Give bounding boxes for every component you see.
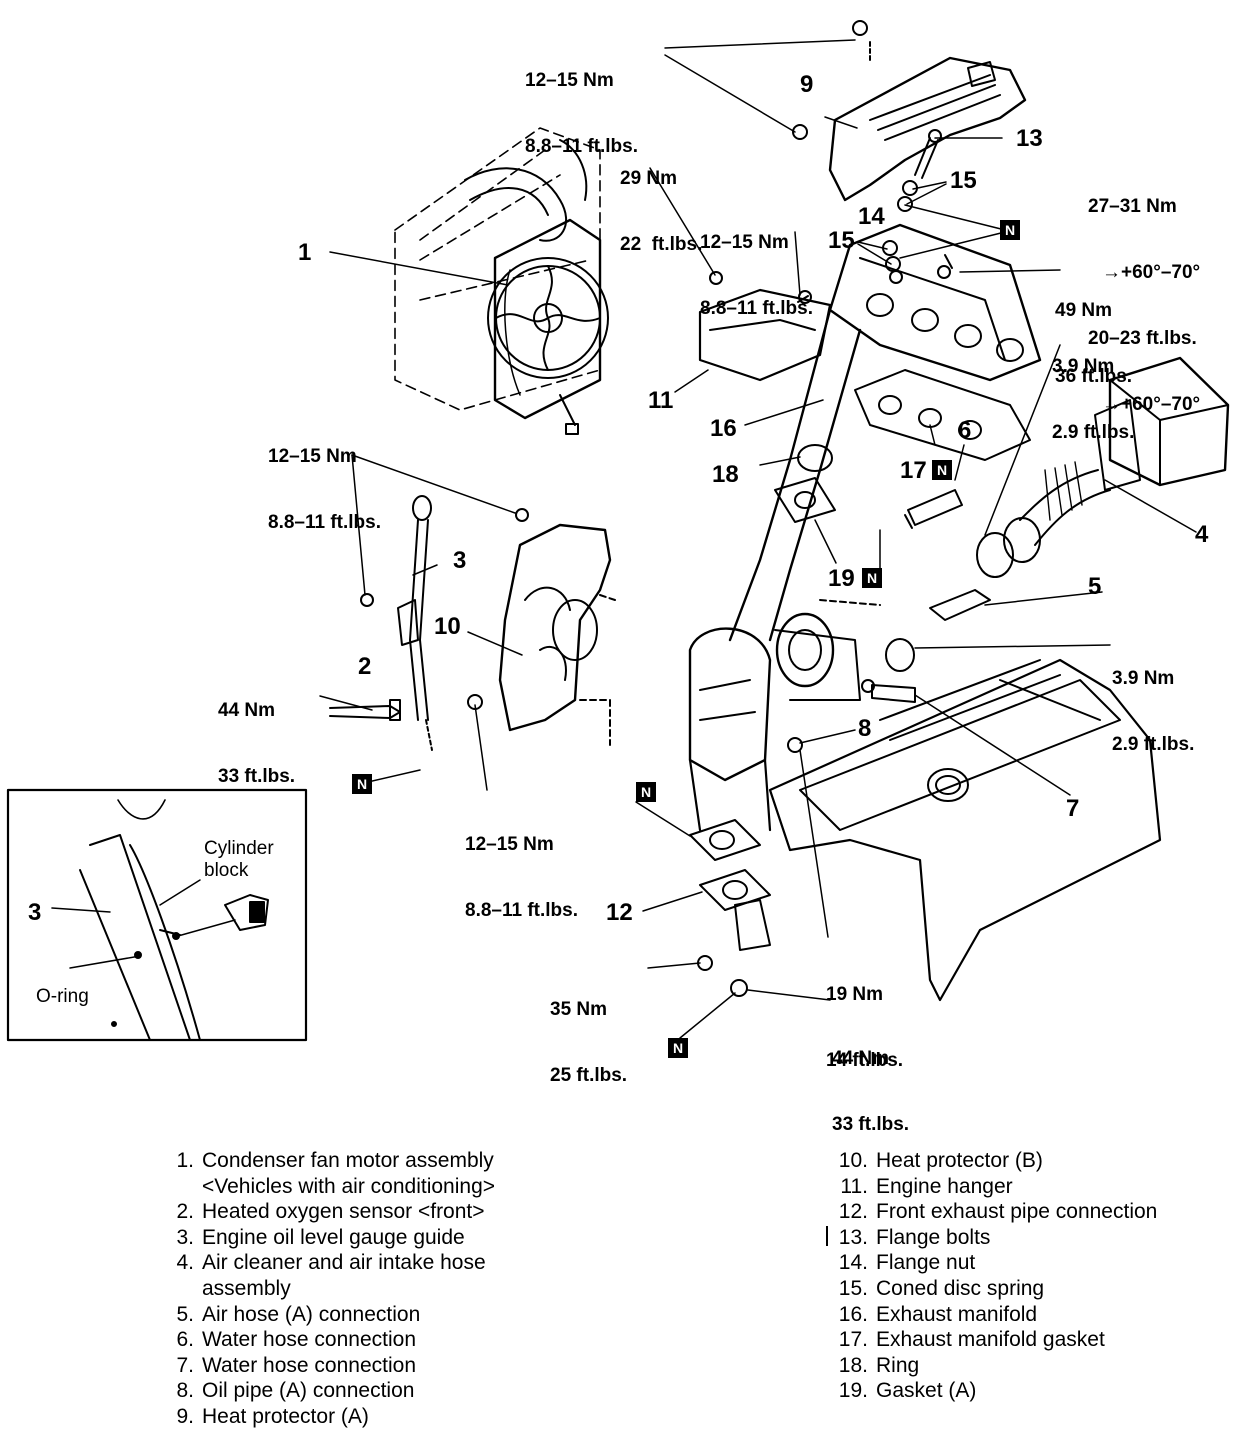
callout-6: 6 bbox=[958, 417, 972, 444]
exhaust-manifold bbox=[728, 223, 1042, 642]
callout-14: 14 bbox=[858, 203, 885, 230]
legend-item-4: 4. Air cleaner and air intake hose bbox=[176, 1251, 486, 1275]
n-marker-5: N bbox=[636, 782, 656, 802]
callout-12: 12 bbox=[606, 899, 633, 926]
legend-item-7: 7. Water hose connection bbox=[176, 1353, 417, 1377]
callout-3: 3 bbox=[453, 547, 467, 574]
legend-item-3: 3. Engine oil level gauge guide bbox=[176, 1225, 465, 1249]
condenser-fan-motor-assembly bbox=[487, 218, 609, 435]
callout-10: 10 bbox=[434, 613, 461, 640]
engine-hanger bbox=[698, 271, 832, 382]
torque-label-t3: 12–15 Nm 8.8–11 ft.lbs. bbox=[700, 232, 814, 319]
legend-item-13: 13. Flange bolts bbox=[838, 1225, 991, 1249]
legend-item-9: 9. Heat protector (A) bbox=[176, 1404, 369, 1428]
callout-2: 2 bbox=[358, 653, 372, 680]
radiator-hoses bbox=[464, 139, 588, 242]
inset-cylinder-block-label: Cylinder block bbox=[204, 838, 274, 881]
legend-item-12: 12. Front exhaust pipe connection bbox=[838, 1200, 1158, 1224]
legend-right: 10. Heat protector (B) 11. Engine hanger… bbox=[834, 1148, 1158, 1404]
legend-item-1-sub: <Vehicles with air conditioning> bbox=[202, 1174, 496, 1198]
torque-label-t12: 35 Nm 25 ft.lbs. bbox=[550, 999, 628, 1086]
n-marker-6: N bbox=[668, 1038, 688, 1058]
legend-item-11: 11. Engine hanger bbox=[840, 1174, 1013, 1198]
cylinder-head bbox=[768, 658, 1162, 1002]
callout-4: 4 bbox=[1195, 521, 1209, 548]
inset-callout-3: 3 bbox=[28, 899, 42, 926]
torque-label-t8: 44 Nm 33 ft.lbs. bbox=[218, 700, 296, 787]
callout-16: 16 bbox=[710, 415, 737, 442]
leader-lines bbox=[51, 39, 1197, 1039]
legend-left: 1. Condenser fan motor assembly <Vehicle… bbox=[162, 1148, 495, 1430]
torque-label-t5: 49 Nm 36 ft.lbs. bbox=[1055, 300, 1133, 387]
callout-8: 8 bbox=[858, 715, 872, 742]
torque-label-t6: 3.9 Nm 2.9 ft.lbs. bbox=[1052, 356, 1135, 443]
torque-label-t10: 12–15 Nm 8.8–11 ft.lbs. bbox=[465, 834, 579, 921]
oil-level-gauge-guide bbox=[360, 495, 433, 751]
radiator-frame bbox=[394, 127, 601, 411]
turbocharger bbox=[774, 599, 881, 701]
legend-item-18: 18. Ring bbox=[838, 1353, 920, 1377]
callout-13: 13 bbox=[1016, 125, 1043, 152]
torque-label-t11: 19 Nm 14 ft.lbs. bbox=[826, 984, 904, 1071]
legend-item-14: 14. Flange nut bbox=[838, 1251, 976, 1275]
legend-item-4-sub: assembly bbox=[202, 1276, 291, 1300]
oring-detail-inset bbox=[6, 788, 308, 1042]
legend-item-16: 16. Exhaust manifold bbox=[838, 1302, 1038, 1326]
callout-5: 5 bbox=[1088, 573, 1102, 600]
torque-label-t2: 29 Nm 22 ft.lbs. bbox=[620, 168, 703, 255]
water-hose-7 bbox=[871, 684, 916, 703]
torque-label-t1: 12–15 Nm 8.8–11 ft.lbs. bbox=[525, 70, 639, 157]
air-cleaner-assembly bbox=[976, 356, 1230, 578]
legend-item-5: 5. Air hose (A) connection bbox=[176, 1302, 421, 1326]
water-hose-6 bbox=[904, 489, 963, 529]
n-marker-2: N bbox=[932, 460, 952, 480]
callout-15a: 15 bbox=[950, 167, 977, 194]
heat-protector-b bbox=[467, 508, 616, 746]
torque-label-t7: 12–15 Nm 8.8–11 ft.lbs. bbox=[268, 446, 382, 533]
legend-item-17: 17. Exhaust manifold gasket bbox=[838, 1328, 1105, 1352]
legend-item-8: 8. Oil pipe (A) connection bbox=[176, 1379, 415, 1403]
torque-label-t13: 44 Nm 33 ft.lbs. bbox=[832, 1048, 910, 1135]
torque-label-t9: 3.9 Nm 2.9 ft.lbs. bbox=[1112, 668, 1195, 755]
legend-item-2: 2. Heated oxygen sensor <front> bbox=[176, 1200, 485, 1224]
legend-item-19: 19. Gasket (A) bbox=[838, 1379, 977, 1403]
legend-item-15: 15. Coned disc spring bbox=[838, 1276, 1045, 1300]
callout-1: 1 bbox=[298, 239, 312, 266]
front-exhaust-pipe bbox=[688, 627, 772, 832]
callout-18: 18 bbox=[712, 461, 739, 488]
exhaust-manifold-gasket bbox=[854, 369, 1031, 461]
revision-bar bbox=[826, 1226, 828, 1246]
n-marker-1: N bbox=[1000, 220, 1020, 240]
callout-11: 11 bbox=[648, 387, 674, 414]
n-marker-3: N bbox=[862, 568, 882, 588]
n-marker-4: N bbox=[352, 774, 372, 794]
flange-bolt-13 bbox=[914, 129, 942, 179]
torque-label-t4: 27–31 Nm →+60°–70° 20–23 ft.lbs. →+60°–7… bbox=[1088, 196, 1201, 415]
legend-item-10: 10. Heat protector (B) bbox=[838, 1149, 1043, 1172]
callout-15b: 15 bbox=[828, 227, 855, 254]
legend-item-1: 1. Condenser fan motor assembly bbox=[176, 1149, 494, 1172]
legend-item-6: 6. Water hose connection bbox=[176, 1328, 417, 1352]
front-pipe-gaskets bbox=[689, 679, 875, 997]
callout-7: 7 bbox=[1066, 795, 1080, 822]
callout-9: 9 bbox=[800, 71, 814, 98]
air-hose-a bbox=[885, 589, 991, 672]
exhaust-manifold-exploded-diagram bbox=[6, 20, 1230, 1042]
heat-protector-a bbox=[792, 20, 1027, 202]
heated-oxygen-sensor bbox=[329, 699, 401, 721]
inset-oring-label: O-ring bbox=[36, 986, 89, 1007]
callout-17: 17 bbox=[900, 457, 927, 484]
callout-19: 19 bbox=[828, 565, 855, 592]
